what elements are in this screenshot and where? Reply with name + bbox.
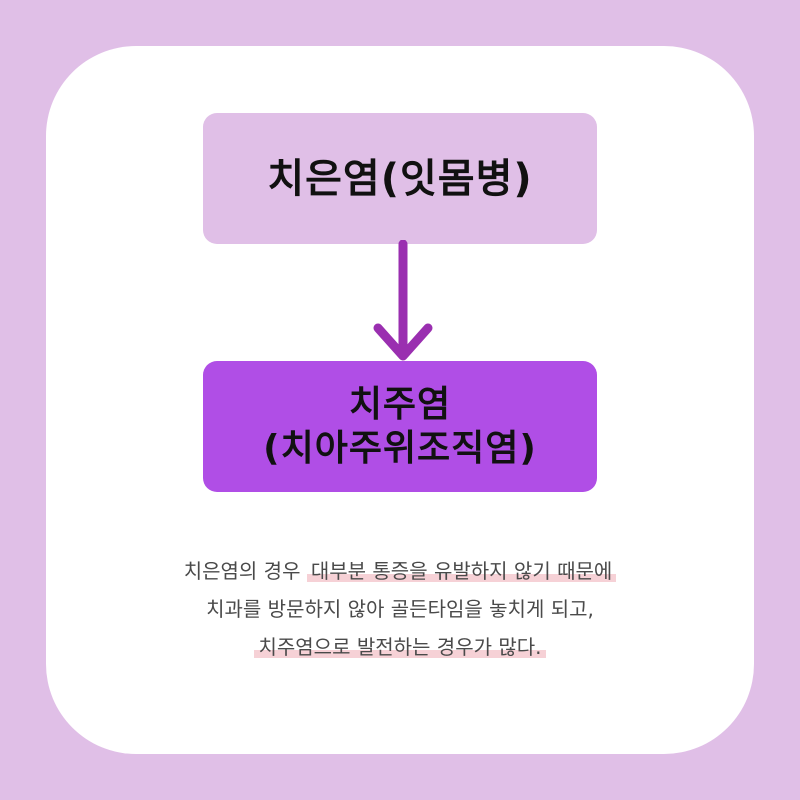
periodontitis-sublabel: (치아주위조직염) xyxy=(263,427,537,469)
caption-text: 치은염의 경우 대부분 통증을 유발하지 않기 때문에 치과를 방문하지 않아 … xyxy=(100,552,700,666)
periodontitis-box: 치주염 (치아주위조직염) xyxy=(203,361,597,492)
caption-line-3: 치주염으로 발전하는 경우가 많다. xyxy=(100,628,700,666)
gingivitis-label: 치은염(잇몸병) xyxy=(267,155,533,202)
caption-line-3-highlight: 치주염으로 발전하는 경우가 많다. xyxy=(254,635,546,659)
caption-line-1: 치은염의 경우 대부분 통증을 유발하지 않기 때문에 xyxy=(100,552,700,590)
down-arrow-icon xyxy=(373,240,433,361)
gingivitis-box: 치은염(잇몸병) xyxy=(203,113,597,244)
caption-line-2: 치과를 방문하지 않아 골든타임을 놓치게 되고, xyxy=(206,597,594,621)
periodontitis-label: 치주염 xyxy=(348,384,452,426)
caption-line-1-highlight: 대부분 통증을 유발하지 않기 때문에 xyxy=(306,559,617,583)
caption-line-1-plain: 치은염의 경우 xyxy=(183,559,307,583)
